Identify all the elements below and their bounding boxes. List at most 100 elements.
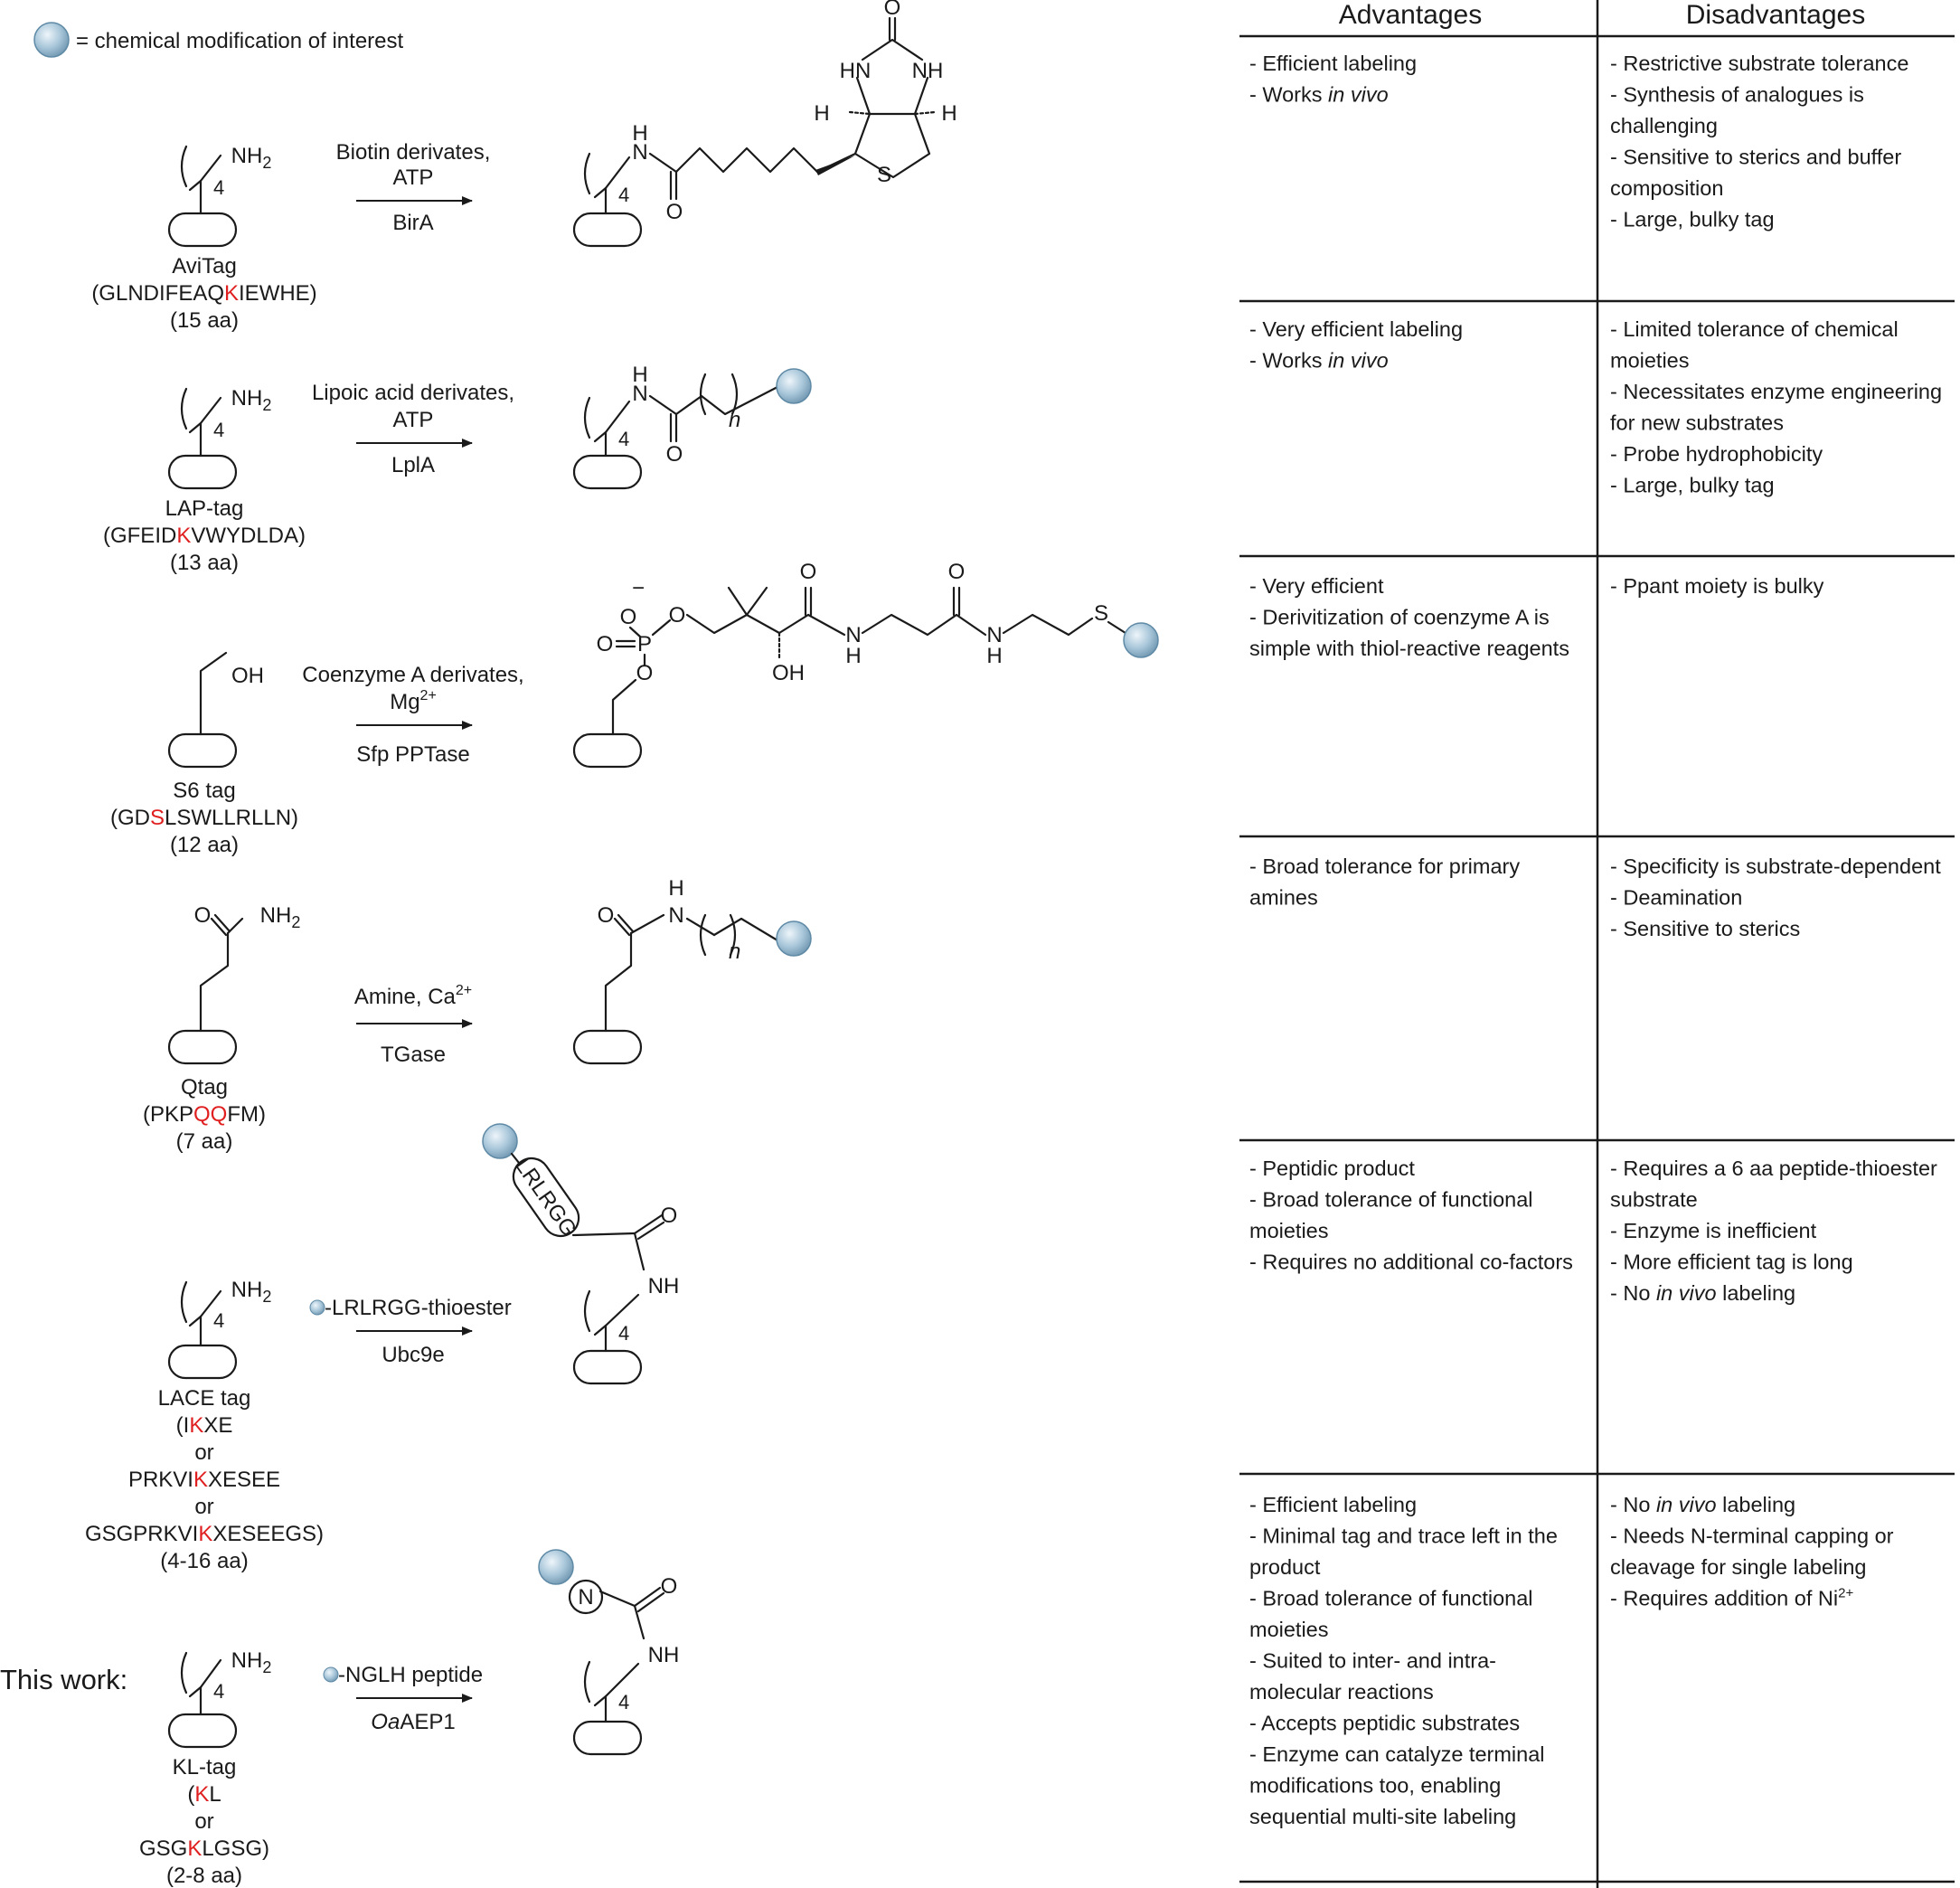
svg-text:O: O (597, 632, 614, 656)
lap-sequence: (GFEIDKVWYDLDA) (103, 524, 306, 548)
svg-text:n: n (729, 939, 740, 964)
svg-text:O: O (800, 560, 817, 584)
disadvantages-line: - Requires addition of Ni2+ (1610, 1586, 1853, 1610)
svg-text:4: 4 (213, 176, 224, 199)
svg-text:NH: NH (648, 1274, 680, 1298)
advantages-line: - Broad tolerance of functional (1249, 1188, 1533, 1212)
svg-text:N: N (845, 623, 861, 647)
svg-text:O: O (598, 903, 615, 928)
advantages-line: - Works in vivo (1249, 349, 1389, 373)
svg-text:4: 4 (618, 1691, 629, 1713)
advantages-line: modifications too, enabling (1249, 1774, 1501, 1798)
modification-bead-icon (309, 1299, 325, 1316)
modification-bead-icon (33, 22, 70, 58)
advantages-line: - Efficient labeling (1249, 52, 1417, 75)
svg-text:4: 4 (213, 1309, 224, 1332)
svg-text:NH2: NH2 (231, 144, 272, 172)
svg-text:n: n (729, 408, 740, 432)
svg-text:O: O (620, 605, 637, 629)
disadvantages-line: moieties (1610, 349, 1690, 373)
reaction-qtag: O NH2 Qtag (PKPQQFM) (7 aa) Amine, Ca2+ … (143, 876, 812, 1154)
disadvantages-line: - Sensitive to sterics and buffer (1610, 146, 1901, 169)
oaaep1-enzyme: OaAEP1 (371, 1710, 455, 1734)
svg-text:4: 4 (213, 419, 224, 441)
reaction-kl-tag: This work: NH2 4 KL-tag (KL or GSGKLGSG)… (0, 1549, 679, 1888)
lipoylated-product: 4 H N O n (572, 363, 812, 490)
birA-enzyme: BirA (392, 211, 433, 235)
svg-text:−: − (632, 576, 645, 600)
qtag-name: Qtag (181, 1075, 228, 1100)
reaction-avitag: NH2 4 AviTag (GLNDIFEAQKIEWHE) (15 aa) B… (91, 0, 956, 333)
advantages-line: - Requires no additional co-factors (1249, 1251, 1573, 1274)
advantages-line: - Broad tolerance of functional (1249, 1587, 1533, 1610)
advantages-line: - Derivitization of coenzyme A is (1249, 606, 1550, 629)
disadvantages-line: challenging (1610, 114, 1718, 137)
avitag-substrate: NH2 4 (167, 144, 272, 248)
disadvantages-line: - Probe hydrophobicity (1610, 442, 1823, 466)
disadvantages-line: - Enzyme is inefficient (1610, 1219, 1817, 1242)
svg-text:4: 4 (618, 1322, 629, 1345)
svg-text:OH: OH (231, 664, 264, 688)
birA-reagent-line2: ATP (393, 165, 434, 190)
disadvantages-line: - Large, bulky tag (1610, 208, 1775, 231)
svg-text:4: 4 (618, 184, 629, 206)
lace-length: (4-16 aa) (160, 1549, 248, 1573)
advantages-header: Advantages (1339, 0, 1482, 30)
advantages-line: - Minimal tag and trace left in the (1249, 1525, 1558, 1548)
svg-text:O: O (661, 1574, 678, 1599)
kl-sequence-1: (KL (187, 1782, 221, 1807)
disadvantages-line: - Needs N-terminal capping or (1610, 1525, 1894, 1548)
ubc9e-enzyme: Ubc9e (382, 1343, 444, 1367)
svg-text:4: 4 (213, 1680, 224, 1703)
modification-bead-icon (1123, 622, 1159, 658)
sumo-like-product: LRLRGG O NH 4 (482, 1123, 680, 1385)
avitag-name: AviTag (172, 254, 237, 278)
disadvantages-line: - Specificity is substrate-dependent (1610, 854, 1941, 878)
disadvantages-line: - Restrictive substrate tolerance (1610, 52, 1908, 75)
svg-text:S: S (1094, 601, 1108, 626)
modification-bead-icon (776, 920, 812, 957)
disadvantages-line: for new substrates (1610, 411, 1784, 435)
svg-text:N: N (632, 140, 647, 165)
svg-text:HN: HN (840, 59, 872, 83)
modification-bead-icon (323, 1666, 339, 1683)
modification-bead-icon (538, 1549, 574, 1585)
disadvantages-line: composition (1610, 176, 1723, 200)
advantages-line: amines (1249, 886, 1318, 910)
lace-substrate: NH2 4 (167, 1278, 271, 1380)
sfp-reagent-line1: Coenzyme A derivates, (302, 663, 523, 687)
advantages-line: - Accepts peptidic substrates (1249, 1712, 1520, 1735)
svg-text:4: 4 (618, 428, 629, 450)
advantages-line: moieties (1249, 1219, 1329, 1242)
tgase-enzyme: TGase (381, 1043, 446, 1067)
advantages-line: moieties (1249, 1618, 1329, 1641)
advantages-line: - Broad tolerance for primary (1249, 854, 1520, 878)
advantages-line: - Very efficient (1249, 574, 1384, 598)
disadvantages-line: - Sensitive to sterics (1610, 917, 1800, 940)
disadvantages-line: - Ppant moiety is bulky (1610, 574, 1824, 598)
svg-text:N: N (668, 903, 683, 928)
s6-name: S6 tag (173, 779, 235, 803)
sfp-enzyme: Sfp PPTase (356, 742, 469, 767)
kl-length: (2-8 aa) (166, 1864, 242, 1888)
svg-text:N: N (986, 623, 1002, 647)
advantages-line: product (1249, 1555, 1321, 1579)
lace-sequence-or-1: or (194, 1440, 213, 1465)
disadvantages-line: - Large, bulky tag (1610, 474, 1775, 497)
svg-text:H: H (632, 121, 647, 146)
avitag-sequence: (GLNDIFEAQKIEWHE) (91, 281, 316, 306)
disadvantages-line: - More efficient tag is long (1610, 1251, 1853, 1274)
kl-sequence-2: GSGKLGSG) (139, 1836, 269, 1861)
svg-text:H: H (632, 363, 647, 387)
disadvantages-line: substrate (1610, 1188, 1698, 1212)
svg-text:O: O (884, 0, 901, 20)
disadvantages-line: cleavage for single labeling (1610, 1555, 1867, 1579)
table-rows: - Efficient labeling - Works in vivo - Res… (1249, 52, 1942, 1828)
qtag-sequence: (PKPQQFM) (143, 1102, 266, 1127)
reaction-lap-tag: NH2 4 LAP-tag (GFEIDKVWYDLDA) (13 aa) Li… (103, 363, 812, 575)
disadvantages-line: - Deamination (1610, 886, 1742, 910)
kl-substrate: NH2 4 (167, 1648, 271, 1749)
svg-text:OH: OH (772, 661, 805, 685)
qtag-length: (7 aa) (176, 1129, 233, 1154)
